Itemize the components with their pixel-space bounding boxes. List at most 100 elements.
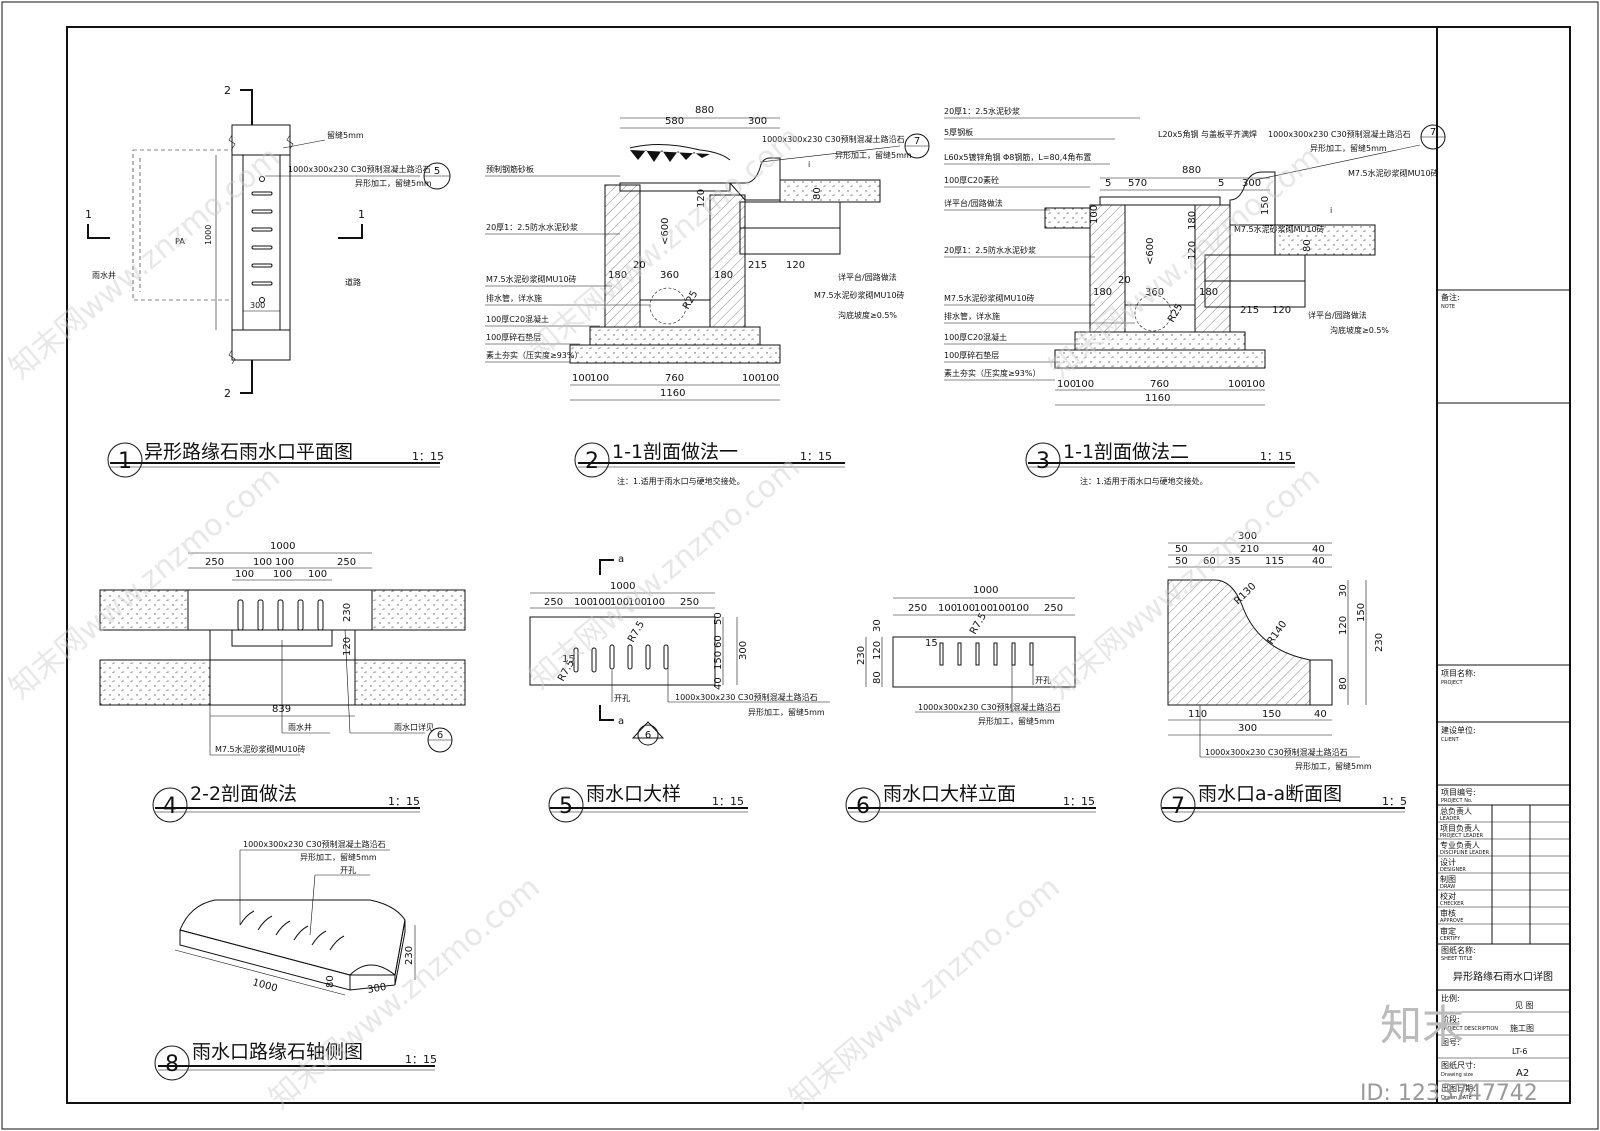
iso-hole: 开孔 bbox=[340, 866, 356, 875]
s22-d839: 839 bbox=[272, 704, 291, 715]
d6-d100a: 100 bbox=[938, 603, 957, 614]
client-label-en: CLIENT bbox=[1441, 737, 1460, 743]
role-discipline-leader-en: DISCIPLINE LEADER bbox=[1440, 850, 1490, 856]
role-draw: 制图 bbox=[1440, 874, 1456, 884]
size-value: A2 bbox=[1516, 1068, 1529, 1079]
s2-c20: 100厚C20混凝土 bbox=[944, 332, 1007, 342]
s2-paving-l: 详平台/园路做法 bbox=[944, 198, 1003, 208]
s1-d100d: 100 bbox=[760, 373, 779, 384]
view-3-badge bbox=[1025, 442, 1061, 478]
role-certify-en: CERTIFY bbox=[1440, 936, 1461, 942]
view-5-badge bbox=[548, 787, 584, 823]
plan-stone-2: 异形加工，留缝5mm bbox=[355, 178, 432, 188]
role-leader-en: LEADER bbox=[1440, 816, 1460, 822]
iso-d80: 80 bbox=[325, 975, 336, 988]
s22-d230: 230 bbox=[342, 603, 353, 622]
view-5-scale: 1：15 bbox=[712, 795, 744, 808]
d5-d60: 60 bbox=[713, 635, 724, 648]
d7-stone: 1000x300x230 C30预制混凝土路沿石 bbox=[1205, 747, 1348, 757]
d7-d30: 30 bbox=[1338, 584, 1349, 597]
view-3-scale: 1：15 bbox=[1260, 450, 1292, 463]
d6-d100c: 100 bbox=[974, 603, 993, 614]
d7-d35: 35 bbox=[1228, 556, 1241, 567]
date-label: 出图日期: bbox=[1441, 1083, 1476, 1093]
view-4-scale: 1：15 bbox=[388, 795, 420, 808]
s2-slope: 沟底坡度≥0.5% bbox=[1330, 325, 1389, 335]
scale-value: 见 图 bbox=[1515, 1001, 1534, 1010]
view-8-number: 8 bbox=[165, 1052, 179, 1077]
d5-hole: 开孔 bbox=[614, 694, 630, 703]
d7-d210: 210 bbox=[1240, 544, 1259, 555]
d5-d250a: 250 bbox=[544, 597, 563, 608]
d5-d1000: 1000 bbox=[610, 581, 635, 592]
s1-d580: 580 bbox=[665, 116, 684, 127]
d5-a-top: a bbox=[618, 554, 624, 565]
s2-angle1: L20x5角钢 与盖板平齐满焊 bbox=[1158, 129, 1257, 139]
s1-d360: 360 bbox=[660, 270, 679, 281]
view-4-title: 2-2剖面做法 bbox=[190, 783, 297, 805]
view-7-number: 7 bbox=[1171, 794, 1185, 819]
project-no-label: 项目编号: bbox=[1441, 787, 1476, 797]
s2-paving: 详平台/园路做法 bbox=[1308, 310, 1367, 320]
drawing-no-value: LT-6 bbox=[1512, 1047, 1527, 1056]
stage-value: 施工图 bbox=[1510, 1023, 1534, 1033]
s2-d180: 180 bbox=[1187, 211, 1198, 230]
d6-slots bbox=[939, 642, 1034, 666]
s2-d760: 760 bbox=[1150, 379, 1169, 390]
view-3-number: 3 bbox=[1036, 449, 1050, 474]
s1-d180b: 180 bbox=[714, 270, 733, 281]
s1-d80: 80 bbox=[812, 187, 823, 200]
s2-d1160: 1160 bbox=[1145, 393, 1170, 404]
s1-d180a: 180 bbox=[608, 270, 627, 281]
s1-gravel: 100厚碎石垫层 bbox=[486, 332, 541, 342]
s1-mortar: 20厚1：2.5防水水泥砂浆 bbox=[486, 222, 578, 232]
inner-frame bbox=[66, 26, 1571, 1104]
s2-brick: M7.5水泥砂浆砌MU10砖 bbox=[944, 293, 1035, 303]
d6-stone2: 异形加工，留缝5mm bbox=[978, 716, 1055, 726]
s1-d20: 20 bbox=[633, 260, 646, 271]
s22-d100d: 100 bbox=[273, 569, 292, 580]
role-checker: 校对 bbox=[1440, 891, 1456, 901]
d6-d15: 15 bbox=[925, 638, 938, 649]
plan-cut-2-bottom: 2 bbox=[224, 387, 231, 400]
s1-d1160: 1160 bbox=[660, 388, 685, 399]
d5-d100d: 100 bbox=[628, 597, 647, 608]
view-4-number: 4 bbox=[163, 794, 177, 819]
s22-bars bbox=[237, 599, 324, 631]
s1-ref: 7 bbox=[914, 136, 920, 147]
sheet-title-label-en: SHEET TITLE bbox=[1441, 956, 1472, 962]
s22-d250a: 250 bbox=[205, 557, 224, 568]
s2-d880: 880 bbox=[1182, 165, 1201, 176]
d6-d100e: 100 bbox=[1010, 603, 1029, 614]
s2-mortar: 20厚1：2.5水泥砂浆 bbox=[944, 106, 1020, 116]
plan-cut-1-right: 1 bbox=[358, 208, 365, 221]
s2-d570: 570 bbox=[1128, 178, 1147, 189]
role-certify: 审定 bbox=[1440, 926, 1456, 936]
view-6-badge bbox=[845, 787, 881, 823]
s2-d300: 300 bbox=[1242, 178, 1261, 189]
d5-d100e: 100 bbox=[646, 597, 665, 608]
role-project-leader: 项目负责人 bbox=[1440, 823, 1480, 833]
s2-ref: 7 bbox=[1430, 127, 1436, 138]
d5-d15: 15 bbox=[562, 654, 575, 665]
d6-stone: 1000x300x230 C30预制混凝土路沿石 bbox=[918, 702, 1061, 712]
s2-d80: 80 bbox=[1302, 239, 1313, 252]
iso-stone: 1000x300x230 C30预制混凝土路沿石 bbox=[243, 839, 386, 849]
d6-d100d: 100 bbox=[992, 603, 1011, 614]
isometric-view: 1000x300x230 C30预制混凝土路沿石 异形加工，留缝5mm 开孔 1… bbox=[174, 839, 416, 996]
scale-label: 比例: bbox=[1441, 993, 1460, 1003]
view-3-note: 注：1.适用于雨水口与硬地交接处。 bbox=[1080, 476, 1208, 486]
detail-5-view: a a 1000 250 100 100 100 100 100 250 50 … bbox=[529, 554, 830, 746]
s22-d100a: 100 bbox=[253, 557, 272, 568]
stage-label-en: PROJECT DESCRIPTION bbox=[1441, 1026, 1498, 1032]
project-label-en: PROJECT bbox=[1441, 680, 1464, 686]
d7-d50a: 50 bbox=[1175, 544, 1188, 555]
watermark-id: ID: 1233747742 bbox=[1360, 1081, 1538, 1106]
view-8-title: 雨水口路缘石轴侧图 bbox=[192, 1041, 363, 1063]
d5-stone2: 异形加工，留缝5mm bbox=[748, 707, 825, 717]
s2-d100c: 100 bbox=[1228, 379, 1247, 390]
s22-d100b: 100 bbox=[275, 557, 294, 568]
d6-d250a: 250 bbox=[908, 603, 927, 614]
plan-pa: PA bbox=[175, 237, 185, 246]
